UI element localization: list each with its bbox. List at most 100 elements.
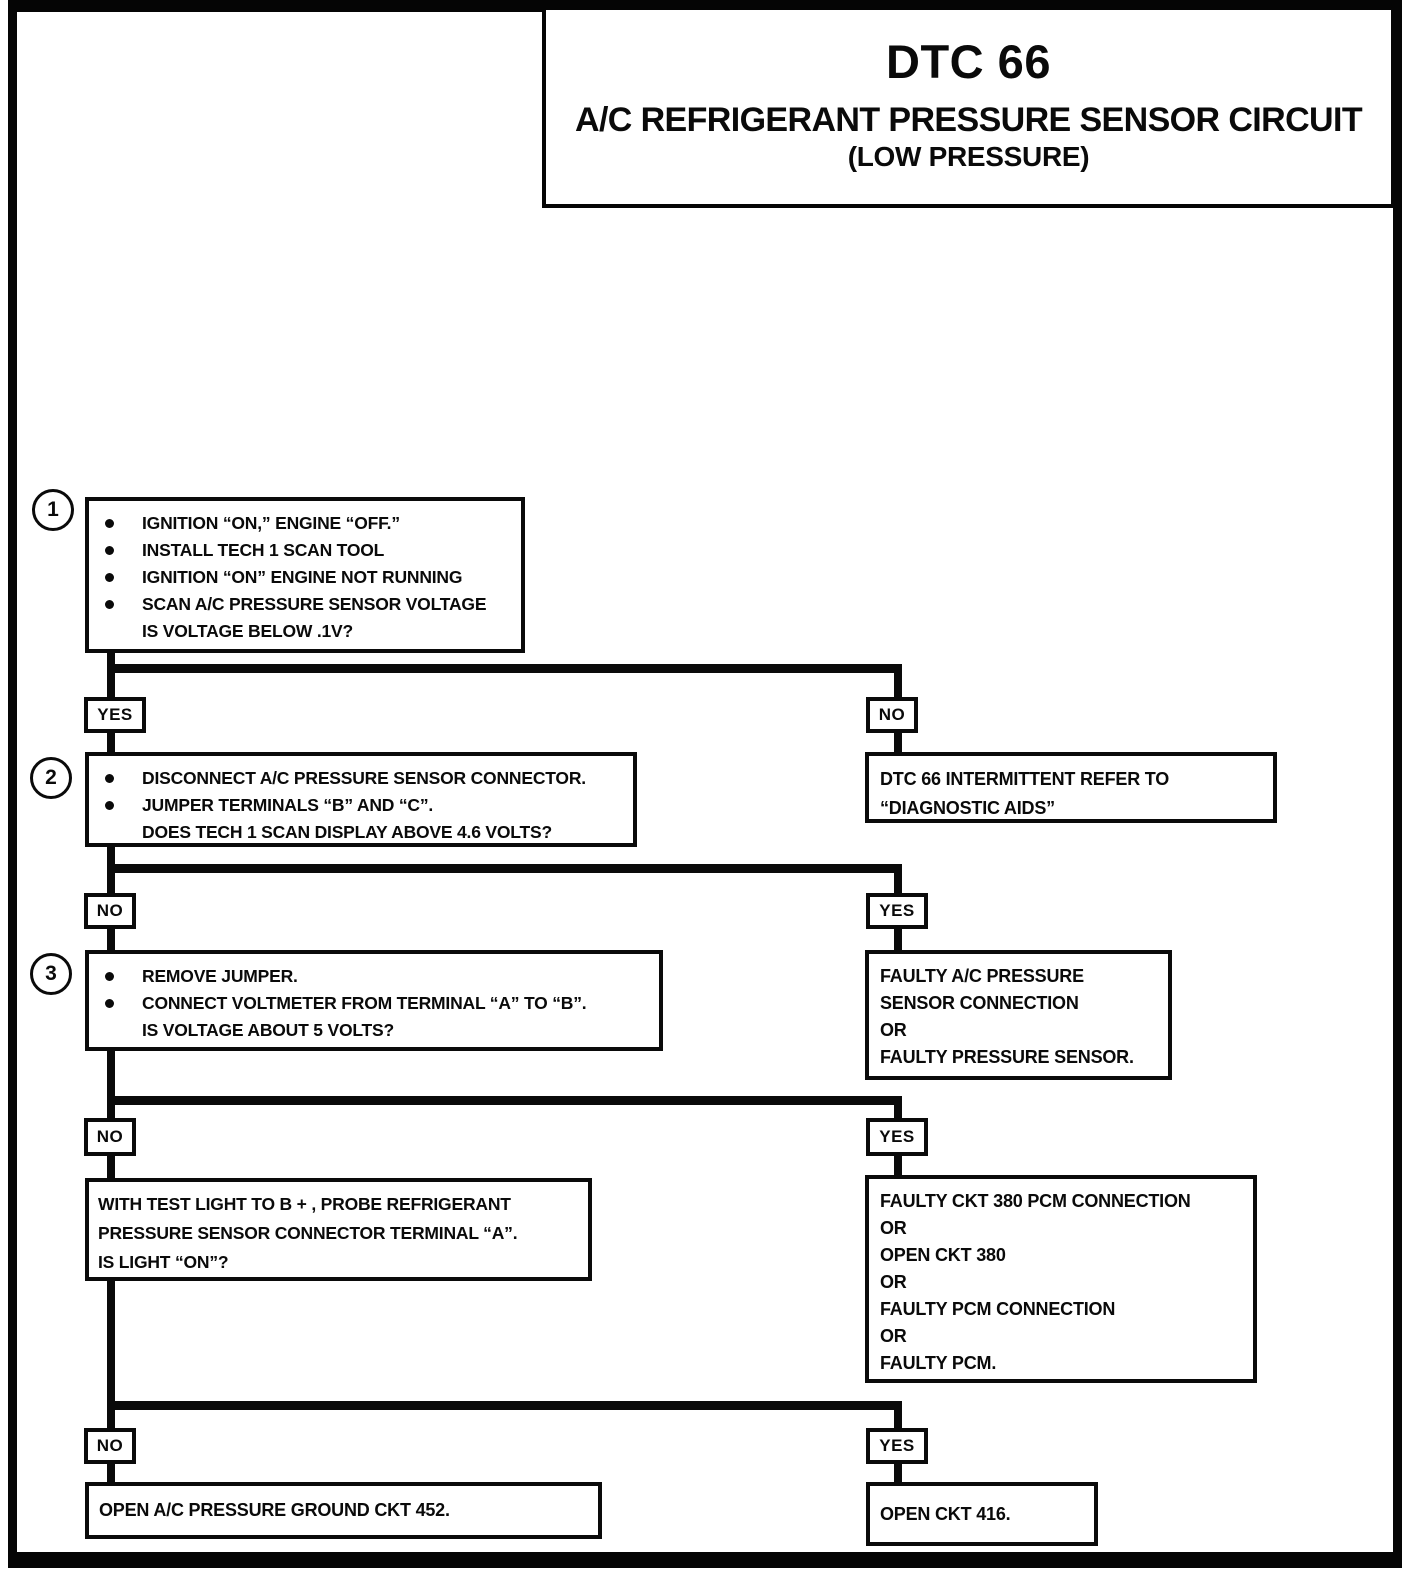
yes-label: YES <box>879 1436 915 1455</box>
step-1-question: IS VOLTAGE BELOW .1V? <box>142 621 353 641</box>
connector-line <box>894 1401 902 1429</box>
result-line: FAULTY PCM CONNECTION <box>880 1299 1116 1319</box>
connector-line <box>107 1096 902 1105</box>
decision-label-no-2: NO <box>84 893 136 929</box>
step-2-bullet-text: JUMPER TERMINALS “B” AND “C”. <box>142 795 434 815</box>
result-line: FAULTY A/C PRESSURE <box>880 966 1084 986</box>
result-line: SENSOR CONNECTION <box>880 993 1079 1013</box>
result-line: OPEN CKT 416. <box>880 1503 1011 1524</box>
step-3-box: REMOVE JUMPER. CONNECT VOLTMETER FROM TE… <box>85 950 663 1051</box>
step-1-bullet-row: IGNITION “ON,” ENGINE “OFF.” <box>89 510 521 537</box>
decision-label-yes-2: YES <box>866 893 928 929</box>
decision-label-yes-4: YES <box>866 1428 928 1464</box>
result-line: DTC 66 INTERMITTENT REFER TO <box>880 769 1170 789</box>
step-3-bullet-text: REMOVE JUMPER. <box>142 966 298 986</box>
connector-line <box>894 864 902 894</box>
yes-label: YES <box>97 705 133 724</box>
step-3-number-circle: 3 <box>30 953 72 995</box>
result-open-ckt416-box: OPEN CKT 416. <box>866 1482 1098 1546</box>
result-faulty-sensor-box: FAULTY A/C PRESSURE SENSOR CONNECTION OR… <box>865 950 1172 1080</box>
step-4-line: PRESSURE SENSOR CONNECTOR TERMINAL “A”. <box>98 1223 518 1243</box>
result-line: OR <box>880 1326 907 1346</box>
step-1-bullet-text: SCAN A/C PRESSURE SENSOR VOLTAGE <box>142 594 487 614</box>
step-2-question: DOES TECH 1 SCAN DISPLAY ABOVE 4.6 VOLTS… <box>142 822 552 842</box>
step-3-bullet-row: REMOVE JUMPER. <box>89 963 659 990</box>
connector-line <box>107 1401 902 1410</box>
connector-line <box>107 664 902 673</box>
step-3-bullet-row: CONNECT VOLTMETER FROM TERMINAL “A” TO “… <box>89 990 659 1017</box>
circuit-title: A/C REFRIGERANT PRESSURE SENSOR CIRCUIT <box>574 101 1363 139</box>
bullet-icon <box>105 972 114 981</box>
connector-line <box>107 928 115 951</box>
step-1-number: 1 <box>47 498 59 521</box>
step-4-line: WITH TEST LIGHT TO B + , PROBE REFRIGERA… <box>98 1194 511 1214</box>
decision-label-no-4: NO <box>84 1428 136 1464</box>
connector-line <box>894 1463 902 1483</box>
connector-line <box>894 1096 902 1119</box>
connector-line <box>894 928 902 951</box>
bullet-icon <box>105 546 114 555</box>
no-label: NO <box>96 1127 124 1146</box>
bullet-icon <box>105 801 114 810</box>
step-4-box: WITH TEST LIGHT TO B + , PROBE REFRIGERA… <box>85 1178 592 1281</box>
connector-line <box>894 664 902 697</box>
step-2-number: 2 <box>45 766 57 789</box>
result-intermittent-box: DTC 66 INTERMITTENT REFER TO “DIAGNOSTIC… <box>865 752 1277 823</box>
step-1-bullet-row: SCAN A/C PRESSURE SENSOR VOLTAGE <box>89 591 521 618</box>
connector-line <box>107 651 115 697</box>
step-3-number: 3 <box>45 962 57 985</box>
step-2-box: DISCONNECT A/C PRESSURE SENSOR CONNECTOR… <box>85 752 637 847</box>
connector-line <box>107 864 902 873</box>
bullet-icon <box>105 573 114 582</box>
connector-line <box>107 1463 115 1483</box>
bullet-icon <box>105 600 114 609</box>
step-2-bullet-row: DISCONNECT A/C PRESSURE SENSOR CONNECTOR… <box>89 765 633 792</box>
result-line: OR <box>880 1272 907 1292</box>
step-1-number-circle: 1 <box>32 489 74 531</box>
step-1-bullet-text: INSTALL TECH 1 SCAN TOOL <box>142 540 385 560</box>
step-1-bullet-text: IGNITION “ON,” ENGINE “OFF.” <box>142 513 400 533</box>
no-label: NO <box>96 901 124 920</box>
decision-label-no-3: NO <box>84 1118 136 1156</box>
yes-label: YES <box>879 901 915 920</box>
result-line: FAULTY PCM. <box>880 1353 997 1373</box>
step-1-bullet-row: INSTALL TECH 1 SCAN TOOL <box>89 537 521 564</box>
connector-line <box>107 732 115 753</box>
step-4-question: IS LIGHT “ON”? <box>98 1252 229 1272</box>
pressure-subtitle: (LOW PRESSURE) <box>847 141 1090 172</box>
decision-label-yes-3: YES <box>866 1118 928 1156</box>
no-label: NO <box>96 1436 124 1455</box>
result-line: “DIAGNOSTIC AIDS” <box>880 798 1055 818</box>
step-2-bullet-text: DISCONNECT A/C PRESSURE SENSOR CONNECTOR… <box>142 768 586 788</box>
yes-label: YES <box>879 1127 915 1146</box>
connector-line <box>894 732 902 753</box>
decision-label-no-1: NO <box>866 697 918 733</box>
bullet-icon <box>105 999 114 1008</box>
connector-line <box>107 1280 115 1429</box>
title-box: DTC 66 A/C REFRIGERANT PRESSURE SENSOR C… <box>542 6 1395 208</box>
result-line: FAULTY PRESSURE SENSOR. <box>880 1047 1134 1067</box>
result-line: OPEN A/C PRESSURE GROUND CKT 452. <box>99 1500 450 1520</box>
step-1-bullet-row: IGNITION “ON” ENGINE NOT RUNNING <box>89 564 521 591</box>
step-2-number-circle: 2 <box>30 757 72 799</box>
bullet-icon <box>105 774 114 783</box>
bullet-icon <box>105 519 114 528</box>
step-3-bullet-text: CONNECT VOLTMETER FROM TERMINAL “A” TO “… <box>142 993 587 1013</box>
result-line: OR <box>880 1218 907 1238</box>
connector-line <box>107 1050 115 1119</box>
result-line: OPEN CKT 380 <box>880 1245 1006 1265</box>
step-1-bullet-text: IGNITION “ON” ENGINE NOT RUNNING <box>142 567 463 587</box>
result-open-ground-box: OPEN A/C PRESSURE GROUND CKT 452. <box>85 1482 602 1539</box>
page-border-frame <box>8 0 1402 1568</box>
result-line: FAULTY CKT 380 PCM CONNECTION <box>880 1191 1191 1211</box>
decision-label-yes-1: YES <box>84 697 146 733</box>
step-1-box: IGNITION “ON,” ENGINE “OFF.” INSTALL TEC… <box>85 497 525 653</box>
connector-line <box>894 1155 902 1176</box>
result-line: OR <box>880 1020 907 1040</box>
result-faulty-ckt380-box: FAULTY CKT 380 PCM CONNECTION OR OPEN CK… <box>865 1175 1257 1383</box>
step-2-bullet-row: JUMPER TERMINALS “B” AND “C”. <box>89 792 633 819</box>
dtc-code-title: DTC 66 <box>886 35 1051 88</box>
step-3-question: IS VOLTAGE ABOUT 5 VOLTS? <box>142 1020 394 1040</box>
connector-line <box>107 1155 115 1179</box>
